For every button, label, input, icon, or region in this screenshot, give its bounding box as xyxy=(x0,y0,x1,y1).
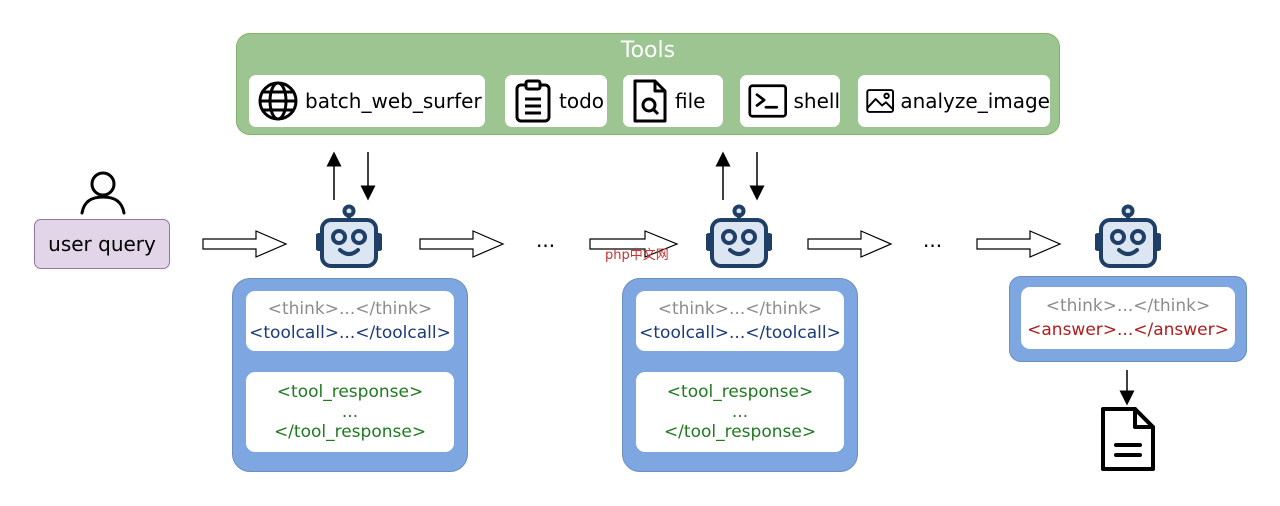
tool-response-box: <tool_response> ... </tool_response> xyxy=(246,372,454,452)
tool-response-open: <tool_response> xyxy=(276,382,424,402)
tool-response-close: </tool_response> xyxy=(273,422,427,442)
image-icon xyxy=(866,89,894,113)
tool-response-open: <tool_response> xyxy=(666,382,814,402)
user-query-box: user query xyxy=(34,219,170,269)
tools-panel: Tools batch_web_surfer todo xyxy=(236,33,1060,135)
tool-label: file xyxy=(675,89,706,113)
answer-box: <think>...</think> <answer>...</answer> xyxy=(1021,287,1235,349)
user-icon xyxy=(80,171,126,215)
tool-label: todo xyxy=(559,89,605,113)
think-tag: <think>...</think> xyxy=(267,299,433,319)
reasoning-box: <think>...</think> <toolcall>...</toolca… xyxy=(246,291,454,351)
robot-icon xyxy=(1095,204,1161,268)
tool-response-box: <tool_response> ... </tool_response> xyxy=(636,372,844,452)
flow-arrow xyxy=(807,230,893,258)
robot-icon xyxy=(316,204,382,268)
terminal-icon xyxy=(748,84,788,118)
flow-arrow xyxy=(589,230,679,258)
answer-tag: <answer>...</answer> xyxy=(1027,320,1229,340)
tool-label: batch_web_surfer xyxy=(305,89,482,113)
tool-response-close: </tool_response> xyxy=(663,422,817,442)
step-panel: <think>...</think> <toolcall>...</toolca… xyxy=(232,278,468,472)
flow-arrow xyxy=(976,230,1062,258)
think-tag: <think>...</think> xyxy=(1045,296,1211,316)
flow-arrow xyxy=(202,230,288,258)
toolcall-tag: <toolcall>...</toolcall> xyxy=(249,323,451,343)
ellipsis: ... xyxy=(923,228,943,252)
clipboard-icon xyxy=(515,79,551,123)
think-tag: <think>...</think> xyxy=(657,299,823,319)
tool-label: shell xyxy=(793,89,840,113)
tools-title: Tools xyxy=(620,38,676,63)
robot-icon xyxy=(706,204,772,268)
ellipsis: ... xyxy=(536,228,556,252)
globe-icon xyxy=(258,81,298,121)
final-panel: <think>...</think> <answer>...</answer> xyxy=(1009,276,1247,362)
tool-shell: shell xyxy=(740,75,840,127)
toolcall-tag: <toolcall>...</toolcall> xyxy=(639,323,841,343)
file-search-icon xyxy=(633,79,667,123)
tool-response-ellipsis: ... xyxy=(341,402,359,422)
tool-label: analyze_image xyxy=(900,89,1050,113)
tool-analyze-image: analyze_image xyxy=(858,75,1050,127)
watermark: php中文网 xyxy=(605,248,669,263)
flow-arrow xyxy=(419,230,505,258)
tool-batch-web-surfer: batch_web_surfer xyxy=(249,75,485,127)
tool-file: file xyxy=(623,75,723,127)
user-query-label: user query xyxy=(48,232,156,256)
tool-todo: todo xyxy=(505,75,607,127)
reasoning-box: <think>...</think> <toolcall>...</toolca… xyxy=(636,291,844,351)
tool-response-ellipsis: ... xyxy=(731,402,749,422)
step-panel: <think>...</think> <toolcall>...</toolca… xyxy=(622,278,858,472)
document-icon xyxy=(1101,407,1155,471)
